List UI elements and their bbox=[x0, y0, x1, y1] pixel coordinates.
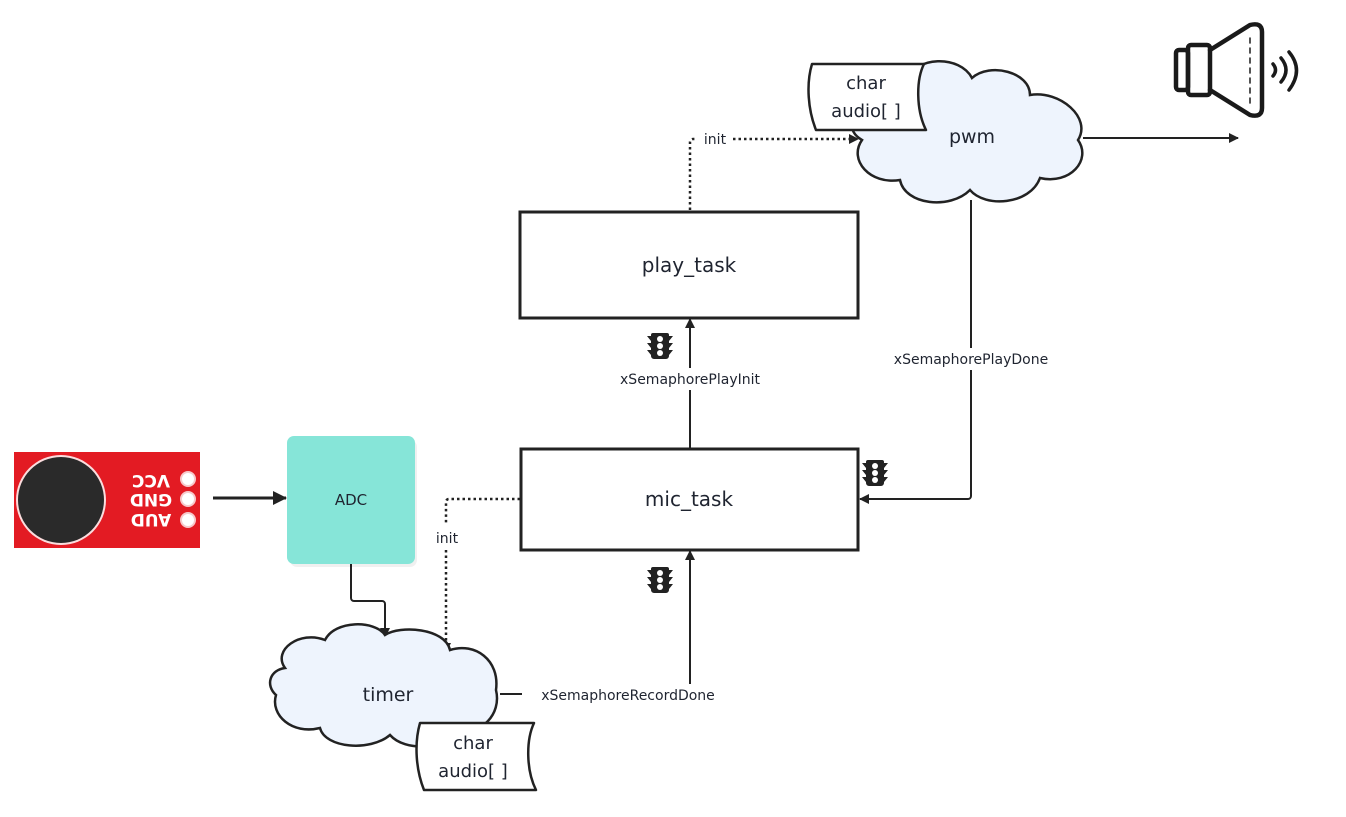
edge-label-record-done: xSemaphoreRecordDone bbox=[541, 688, 715, 704]
play-task-label: play_task bbox=[642, 253, 737, 277]
label-bg bbox=[880, 348, 1062, 370]
microphone-board-icon: VCC GND AUD bbox=[14, 452, 200, 548]
label-bg bbox=[524, 684, 734, 704]
edge-label-play-init: xSemaphorePlayInit bbox=[620, 372, 760, 388]
pwm-buffer-line2: audio[ ] bbox=[831, 101, 901, 122]
edge-play-init-pwm bbox=[688, 139, 858, 210]
pin-hole bbox=[180, 491, 196, 507]
pin-label-gnd: GND bbox=[130, 489, 172, 509]
pin-hole bbox=[180, 471, 196, 487]
pwm-buffer-line1: char bbox=[846, 73, 886, 94]
node-mic-task[interactable]: mic_task bbox=[519, 447, 860, 552]
traffic-light-icon bbox=[647, 333, 673, 359]
pin-label-aud: AUD bbox=[131, 509, 172, 529]
edge-adc-to-timer bbox=[350, 564, 390, 638]
timer-buffer-line2: audio[ ] bbox=[438, 761, 508, 782]
pwm-label: pwm bbox=[949, 126, 995, 148]
pin-label-vcc: VCC bbox=[132, 470, 170, 490]
node-timer-cloud[interactable]: timer bbox=[268, 623, 499, 748]
edge-label-mic-init: init bbox=[436, 531, 459, 547]
node-adc[interactable]: ADC bbox=[287, 436, 417, 567]
edge-mic-init-timer bbox=[446, 497, 520, 652]
label-bg bbox=[605, 368, 775, 390]
speaker-icon bbox=[1173, 22, 1299, 118]
node-pwm-buffer[interactable]: char audio[ ] bbox=[807, 62, 928, 132]
adc-label: ADC bbox=[335, 491, 367, 509]
pin-hole bbox=[180, 512, 196, 528]
mic-task-label: mic_task bbox=[645, 487, 734, 511]
traffic-light-icon bbox=[647, 567, 673, 593]
edge-record-done bbox=[500, 551, 730, 695]
edge-label-play-init-pwm: init bbox=[704, 132, 727, 148]
edge-label-play-done: xSemaphorePlayDone bbox=[894, 352, 1048, 368]
node-play-task[interactable]: play_task bbox=[518, 210, 860, 320]
edge-play-done bbox=[859, 200, 972, 504]
node-timer-buffer[interactable]: char audio[ ] bbox=[415, 721, 538, 792]
timer-buffer-line1: char bbox=[453, 733, 493, 754]
timer-label: timer bbox=[363, 684, 414, 706]
traffic-light-icon bbox=[862, 460, 888, 486]
